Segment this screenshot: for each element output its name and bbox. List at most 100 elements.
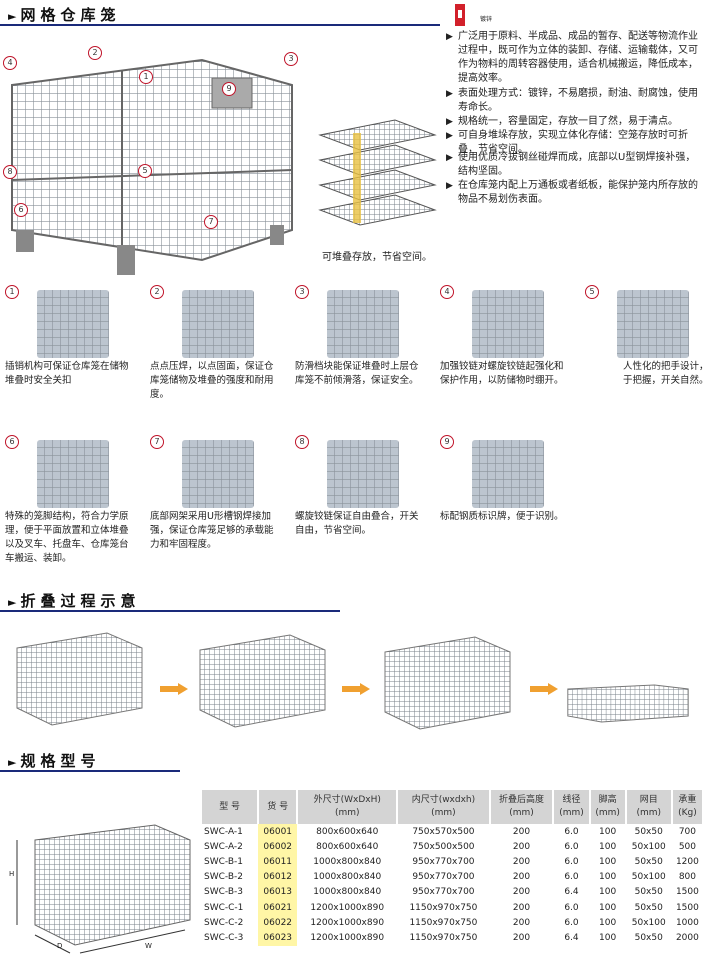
callout-3: 3 [284, 52, 298, 66]
spec-table: 型 号货 号外尺寸(WxDxH)(mm)内尺寸(wxdxh)(mm)折叠后高度(… [202, 790, 704, 946]
table-cell: 200 [512, 826, 531, 837]
column-header: 内尺寸(wxdxh)(mm) [397, 790, 491, 824]
main-cage-image [2, 30, 300, 275]
feature-caption: 人性化的把手设计，便于把握，开关自然。 [623, 361, 704, 386]
callout-1: 1 [139, 70, 153, 84]
table-cell: SWC-C-1 [204, 902, 244, 913]
table-cell: 100 [599, 902, 617, 913]
feature-number: 2 [150, 285, 164, 299]
callout-9: 9 [222, 82, 236, 96]
feature-caption: 插销机构可保证仓库笼在储物堆叠时安全关扣 [5, 361, 129, 386]
feature-photo [327, 440, 399, 508]
stack-caption: 可堆叠存放，节省空间。 [322, 252, 432, 263]
table-cell: 800x600x640 [316, 841, 379, 852]
feature-caption: 特殊的笼脚结构，符合力学原理，便于平面放置和立体堆叠以及叉车、托盘车、仓库笼台车… [5, 511, 129, 564]
table-cell: 950x770x700 [412, 856, 475, 867]
feature-photo [37, 290, 109, 358]
table-cell: 50x100 [631, 872, 666, 883]
table-cell: 1200 [675, 856, 699, 867]
table-cell: 50x100 [631, 917, 666, 928]
dim-d: D [57, 942, 63, 950]
table-cell: 200 [512, 841, 531, 852]
bullet-2: ▶表面处理方式：镀锌，不易磨损，耐油、耐腐蚀，使用寿命长。 [446, 88, 698, 113]
feature-number: 8 [295, 435, 309, 449]
feature-number: 3 [295, 285, 309, 299]
table-cell: 1200x1000x890 [310, 932, 385, 943]
folding-step-2-image [195, 630, 330, 730]
table-cell: SWC-B-3 [204, 887, 243, 898]
table-cell: 700 [678, 826, 696, 837]
dimension-diagram: H D W [5, 820, 195, 958]
table-cell: 50x50 [634, 856, 663, 867]
table-cell: 100 [599, 887, 617, 898]
table-cell: 06023 [258, 930, 298, 946]
arrow-right-icon [342, 683, 370, 695]
table-cell: 1150x970x750 [409, 917, 478, 928]
section-title-cage: ►网格仓库笼 [8, 6, 121, 24]
table-cell: 950x770x700 [412, 887, 475, 898]
feature-caption: 点点压焊，以点固面，保证仓库笼储物及堆叠的强度和耐用度。 [150, 361, 274, 400]
table-cell: 50x50 [634, 887, 663, 898]
feature-caption: 标配钢质标识牌，便于识别。 [440, 511, 564, 522]
column-header: 型 号 [202, 790, 260, 824]
table-cell: SWC-B-1 [204, 856, 243, 867]
table-cell: 100 [599, 872, 617, 883]
table-cell: 50x100 [631, 841, 666, 852]
table-cell: 200 [512, 902, 531, 913]
feature-caption: 螺旋铰链保证自由叠合，开关自由，节省空间。 [295, 511, 419, 536]
table-cell: 1000x800x840 [313, 887, 382, 898]
table-cell: 06001 [258, 824, 298, 840]
feature-number: 4 [440, 285, 454, 299]
table-cell: 200 [512, 856, 531, 867]
feature-photo [327, 290, 399, 358]
arrow-right-icon [160, 683, 188, 695]
stacked-cages-image [315, 115, 440, 240]
finish-label: 镀锌 [480, 16, 493, 23]
feature-photo [472, 290, 544, 358]
table-cell: 950x770x700 [412, 872, 475, 883]
section-rule [0, 610, 340, 612]
table-cell: 750x500x500 [412, 841, 475, 852]
callout-2: 2 [88, 46, 102, 60]
folding-step-3-image [380, 632, 515, 732]
feature-caption: 防滑档块能保证堆叠时上层仓库笼不前倾滑落，保证安全。 [295, 361, 419, 386]
feature-number: 1 [5, 285, 19, 299]
table-cell: 100 [599, 917, 617, 928]
table-cell: 06013 [258, 884, 298, 900]
table-cell: 6.0 [564, 902, 579, 913]
table-cell: 1200x1000x890 [310, 902, 385, 913]
column-header: 网目(mm) [625, 790, 673, 824]
table-cell: 1150x970x750 [409, 902, 478, 913]
table-cell: 6.4 [564, 887, 579, 898]
section-title-specs: ►规格型号 [8, 752, 101, 770]
feature-photo [37, 440, 109, 508]
galvanized-swatch [455, 4, 465, 26]
folding-step-4-image [563, 680, 693, 725]
table-cell: 200 [512, 887, 531, 898]
table-cell: 1500 [675, 902, 699, 913]
column-header: 脚高(mm) [589, 790, 627, 824]
table-cell: 100 [599, 856, 617, 867]
feature-number: 6 [5, 435, 19, 449]
table-cell: SWC-C-2 [204, 917, 244, 928]
column-header: 线径(mm) [553, 790, 591, 824]
feature-caption: 底部网架采用U形槽钢焊接加强，保证仓库笼足够的承载能力和牢固程度。 [150, 511, 274, 550]
table-cell: SWC-B-2 [204, 872, 243, 883]
table-cell: 06022 [258, 915, 298, 931]
bullet-5: ▶使用优质冷拔钢丝碰焊而成，底部以U型钢焊接补强，结构坚固。 [446, 152, 696, 177]
column-header: 承重(Kg) [671, 790, 704, 824]
table-cell: SWC-A-1 [204, 826, 243, 837]
table-cell: 6.0 [564, 841, 579, 852]
table-cell: SWC-C-3 [204, 932, 244, 943]
feature-number: 5 [585, 285, 599, 299]
section-rule [0, 770, 180, 772]
callout-4: 4 [3, 56, 17, 70]
feature-caption: 加强铰链对螺旋铰链起强化和保护作用，以防储物时绷开。 [440, 361, 564, 386]
table-cell: 6.0 [564, 826, 579, 837]
column-header: 折叠后高度(mm) [489, 790, 555, 824]
